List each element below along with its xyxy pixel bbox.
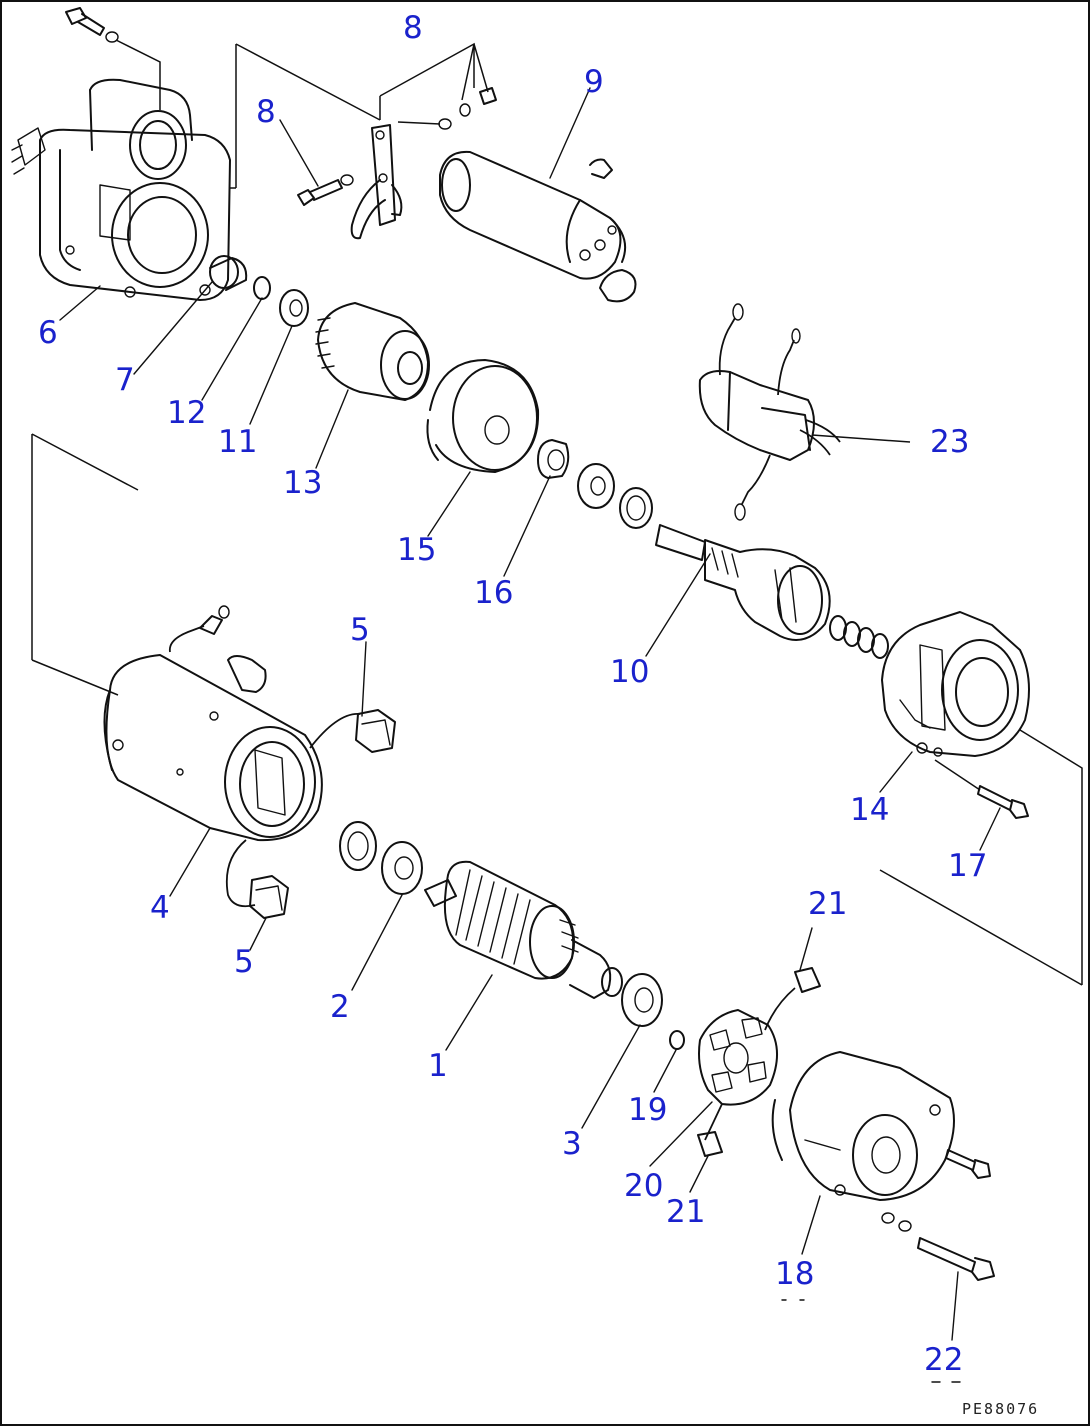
callout-23: 23 [930,424,969,460]
leader-lines [59,87,1001,1341]
callout-14: 14 [850,792,889,828]
callout-4: 4 [150,890,170,926]
part-14-housing [881,611,1030,757]
part-15-cover [426,359,540,473]
cover-bolt [945,1149,991,1179]
callout-12: 12 [167,395,206,431]
part-17-bolt [977,785,1029,819]
part-19-washer [669,1030,685,1050]
callout-17: 17 [948,848,987,884]
callout-15: 15 [397,532,436,568]
spacer-ring [619,487,653,529]
pinion-gear [577,463,615,509]
callout-6: 6 [38,315,58,351]
part-13-clutch [315,302,430,401]
part-9-solenoid [439,150,637,303]
part-5-brush-lower [249,875,289,919]
callout-2: 2 [330,989,350,1025]
callout-1: 1 [428,1048,448,1084]
part-21-brush-upper [794,967,821,993]
callout-21-lower: 21 [666,1194,705,1230]
callout-20: 20 [624,1168,663,1204]
callout-8-top: 8 [403,10,423,46]
part-11-washer [279,289,309,327]
part-3-bearing [621,973,663,1027]
spring [829,615,889,659]
callout-7: 7 [115,362,135,398]
part-1-armature [424,860,623,999]
callout-5-lower: 5 [234,944,254,980]
part-7-bushing [209,255,248,291]
callout-22: 22 [924,1342,963,1378]
bolt-top-left [65,7,119,43]
part-4-yoke [103,654,323,842]
part-20-brush-holder [698,1009,779,1106]
part-22-bolt [917,1237,995,1281]
part-18-rear-cover [771,1051,955,1201]
part-10-shaft [655,524,831,641]
callout-5-upper: 5 [350,612,370,648]
callout-3: 3 [562,1126,582,1162]
part-16-collar [537,439,570,479]
callout-10: 10 [610,654,649,690]
callout-21-upper: 21 [808,886,847,922]
drawing-code: PE88076 [962,1400,1039,1418]
callout-11: 11 [218,424,257,460]
callout-16: 16 [474,575,513,611]
callout-8-left: 8 [256,94,276,130]
part-21-brush-lower [697,1131,723,1157]
part-23-relay [698,303,841,521]
part-5-brush-upper [355,709,396,753]
callout-13: 13 [283,465,322,501]
part-6-housing [11,78,231,301]
callout-9: 9 [584,64,604,100]
callout-18: 18 [775,1256,814,1292]
part-2-bearing [339,821,423,895]
callout-19: 19 [628,1092,667,1128]
